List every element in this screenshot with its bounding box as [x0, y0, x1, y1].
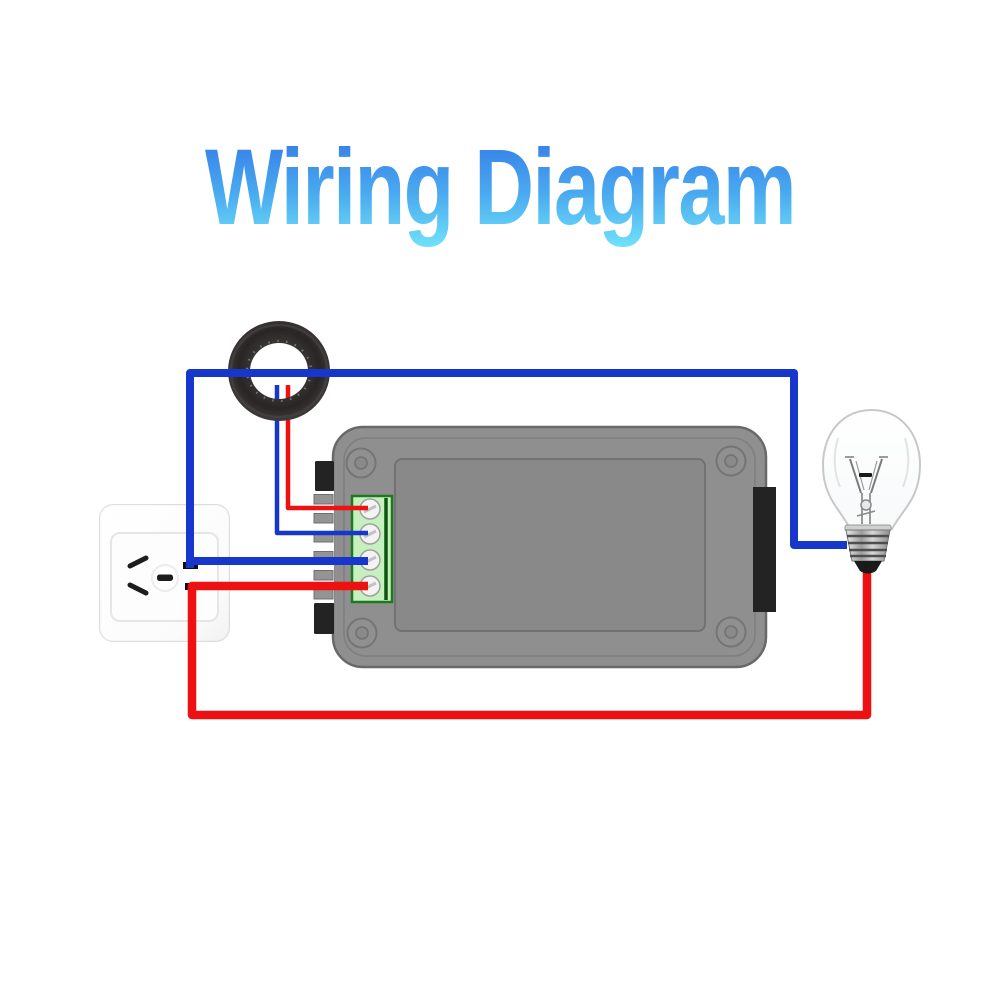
bulb-glass	[822, 409, 921, 530]
terminal-2-slot	[363, 529, 377, 539]
wall-socket	[99, 504, 230, 642]
serration-tooth	[313, 513, 334, 524]
bulb-filament	[859, 473, 872, 477]
meter-left-tab-top	[315, 461, 334, 491]
ct-wire-blue	[274, 385, 368, 536]
bulb-stem-bead	[860, 499, 872, 511]
bulb-contact-tip	[854, 561, 882, 574]
bulb-glass-reflection-right	[902, 437, 910, 488]
bulb-glass-reflection-left	[833, 437, 841, 488]
screw-bottom-left-center	[355, 626, 369, 640]
ct-ring-body	[228, 321, 330, 421]
serration-tooth	[313, 494, 334, 505]
terminal-1-slot	[363, 504, 377, 514]
filament-support-right	[870, 458, 883, 494]
meter-right-connector	[753, 487, 776, 612]
screw-top-left-center	[354, 456, 368, 470]
filament-flare-right	[868, 460, 878, 491]
screw-bottom-right-center	[724, 625, 738, 639]
wire-red-main	[187, 563, 872, 720]
bulb-base-threads	[847, 534, 889, 558]
socket-center-slot	[157, 574, 173, 581]
page-title: Wiring Diagram	[205, 126, 795, 247]
meter-left-tab-bottom	[314, 603, 334, 634]
filament-support-left	[849, 458, 862, 494]
wire-blue-main	[186, 369, 847, 568]
power-meter	[313, 425, 776, 669]
light-bulb	[822, 409, 921, 574]
socket-slot-bottom-left	[127, 582, 149, 596]
ct-wire-red	[285, 385, 368, 511]
serration-tooth	[313, 589, 334, 600]
meter-back-panel	[394, 458, 706, 632]
bulb-stem-wire	[856, 510, 876, 517]
meter-serrated-edge	[313, 491, 334, 603]
terminal-screws	[359, 498, 381, 597]
screw-top-right-center	[724, 454, 738, 468]
serration-tooth	[313, 570, 334, 581]
mains-wires	[186, 369, 872, 720]
meter-corner-screws	[345, 445, 747, 649]
socket-slot-top-left	[127, 555, 149, 569]
